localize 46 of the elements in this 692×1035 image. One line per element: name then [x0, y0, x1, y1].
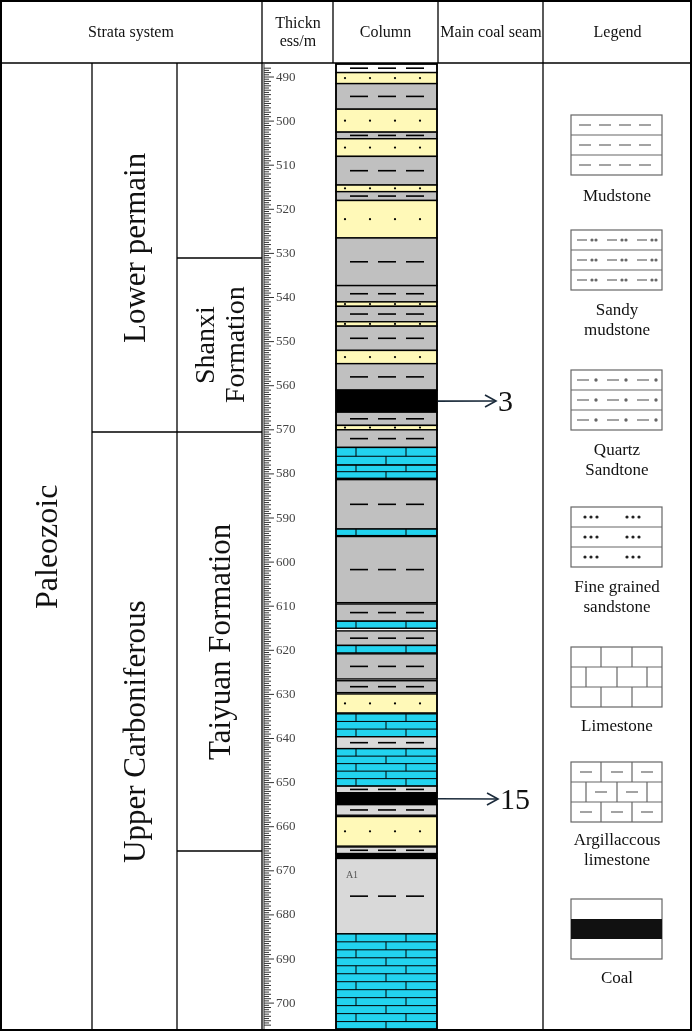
depth-value: 530: [276, 245, 296, 261]
coal-seam-number: 3: [498, 381, 513, 422]
period-label: Lower permain: [116, 152, 153, 343]
era-label: Paleozoic: [28, 484, 65, 610]
column-header: Strata system: [88, 22, 174, 42]
coal-seam-layer: [335, 389, 438, 413]
depth-value: 700: [276, 995, 296, 1011]
layer-code-label: A1: [345, 869, 359, 881]
depth-value: 670: [276, 863, 296, 879]
depth-value: 630: [276, 686, 296, 702]
legend-label: Coal: [600, 968, 634, 987]
arrow: [437, 394, 497, 408]
legend-label: Sandy mudstone: [583, 300, 651, 339]
depth-value: 540: [276, 290, 296, 305]
legend-label: Fine grained sandstone: [574, 577, 660, 616]
coal-seam-number: 15: [500, 778, 530, 819]
depth-value: 680: [276, 907, 296, 923]
depth-value: 620: [276, 642, 296, 658]
depth-value: 580: [276, 466, 296, 482]
depth-value: 610: [276, 598, 296, 614]
depth-value: 560: [276, 378, 296, 394]
depth-value: 650: [276, 775, 296, 791]
legend-label: Quartz Sandtone: [585, 440, 649, 479]
depth-value: 600: [276, 554, 296, 570]
column-header: Main coal seam: [440, 22, 542, 42]
depth-value: 660: [276, 819, 296, 835]
coal-seam-layer: [335, 792, 438, 806]
depth-value: 550: [276, 334, 296, 350]
period-label: Upper Carboniferous: [116, 600, 153, 863]
formation-label: Shanxi Formation: [190, 285, 249, 406]
legend-label: Argillaccous limestone: [573, 830, 661, 869]
depth-value: 490: [276, 69, 296, 85]
arrow: [437, 792, 499, 806]
formation-label: Taiyuan Formation: [201, 523, 238, 760]
depth-value: 500: [276, 113, 296, 129]
column-header: Legend: [593, 22, 642, 42]
depth-value: 640: [276, 731, 296, 746]
legend-label: Limestone: [581, 716, 653, 735]
column-header: Thickn ess/m: [274, 13, 322, 51]
depth-value: 590: [276, 510, 296, 526]
column-header: Column: [359, 22, 412, 42]
depth-value: 690: [276, 951, 296, 967]
depth-value: 520: [276, 201, 296, 217]
depth-value: 510: [276, 157, 296, 173]
depth-value: 570: [276, 422, 296, 438]
legend-label: Mudstone: [583, 186, 651, 205]
